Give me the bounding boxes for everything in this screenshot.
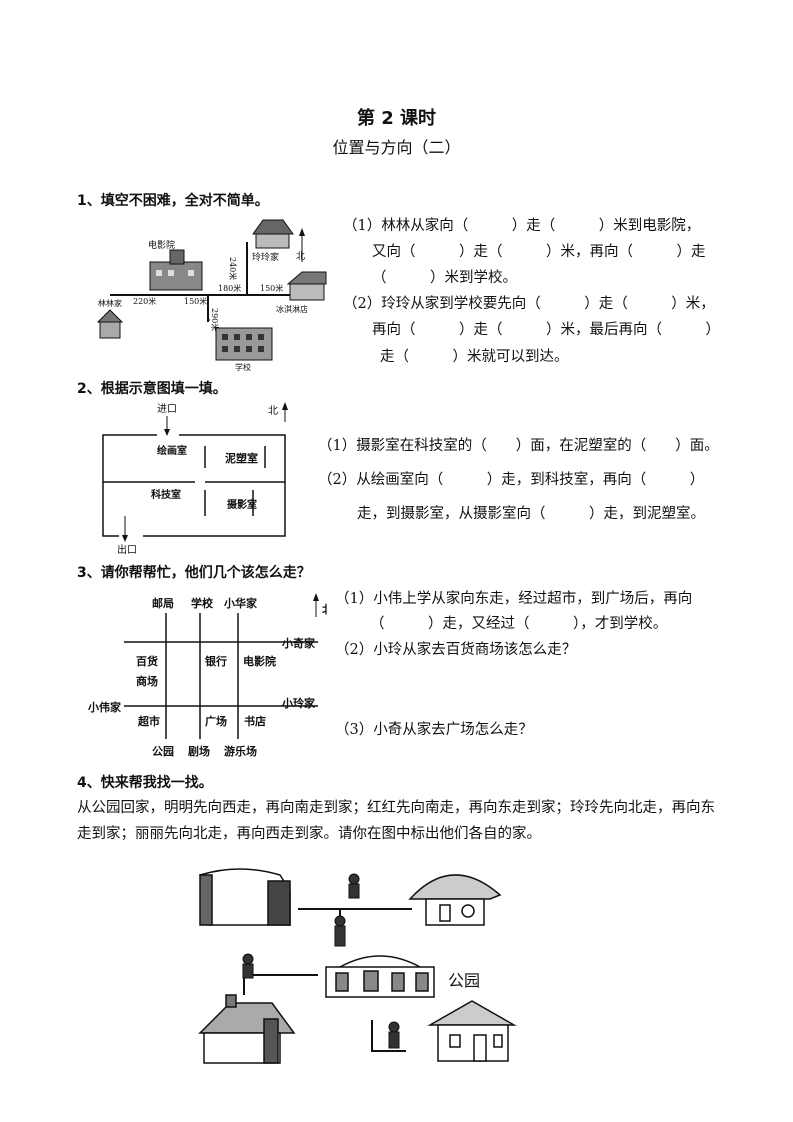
s3-plaza-label: 广场 [205, 714, 227, 728]
s3-bank-label: 银行 [205, 654, 227, 668]
lesson-title: 第 2 课时 [356, 108, 437, 129]
s2-north-label: 北 [268, 405, 278, 417]
s1-d220: 220米 [133, 296, 156, 306]
s2-photo-label: 摄影室 [227, 498, 257, 511]
s1-line-4: （2）玲玲从家到学校要先向（ ）走（ ）米， [343, 296, 715, 312]
park-gate [325, 955, 435, 998]
park-label: 公园 [448, 971, 480, 990]
cinema-building [149, 249, 203, 291]
section4-heading: 4、快来帮我找一找。 [77, 775, 213, 791]
s2-clay-label: 泥塑室 [225, 451, 258, 465]
linlin-house [96, 309, 124, 339]
section3-street-map: 北 邮局 学校 小华家 小奇家 百货 商场 银行 电影院 小伟家 小玲家 超市 … [88, 593, 328, 758]
s2-exit-label: 出口 [117, 543, 137, 556]
s1-line-6: 走（ ）米就可以到达。 [380, 349, 569, 365]
s3-bookstore-label: 书店 [244, 714, 266, 728]
s3-xiaoqi-label: 小奇家 [281, 636, 316, 650]
s3-line-2: （ ）走，又经过（ ），才到学校。 [370, 616, 668, 632]
house-bottom-right [427, 1000, 517, 1062]
s2-painting-label: 绘画室 [157, 444, 187, 457]
section3-heading: 3、请你帮帮忙，他们几个该怎么走？ [77, 565, 311, 581]
child-figure [242, 873, 400, 1049]
s1-north-label: 北 [296, 251, 305, 262]
section1-heading: 1、填空不困难，全对不简单。 [77, 193, 269, 209]
section1-map: 北 电影院 玲玲家 林林家 220米 150米 180米 240米 150米 2… [96, 219, 327, 372]
s3-north-label: 北 [322, 602, 328, 616]
s3-line-1: （1）小伟上学从家向东走，经过超市，到广场后，再向 [335, 591, 693, 607]
s3-xiaowei-label: 小伟家 [88, 700, 122, 714]
school-building [215, 327, 273, 361]
lesson-subtitle: 位置与方向（二） [332, 138, 461, 157]
s1-icecream-label: 冰淇淋店 [276, 304, 308, 314]
s3-dept1-label: 百货 [136, 654, 158, 668]
s1-line-2: 又向（ ）走（ ）米，再向（ ）走 [372, 244, 706, 260]
s3-line-4: （3）小奇从家去广场怎么走？ [335, 722, 533, 738]
lingling-house [252, 219, 294, 249]
icecream-shop [286, 271, 327, 301]
s1-school-label: 学校 [235, 362, 251, 372]
s3-amusement-label: 游乐场 [224, 744, 257, 758]
s3-xiaoling-label: 小玲家 [281, 696, 316, 710]
house-bottom-left [198, 994, 296, 1064]
s3-dept2-label: 商场 [136, 674, 158, 688]
s3-xiaohua-label: 小华家 [223, 596, 258, 610]
s3-theater-label: 剧场 [188, 744, 210, 758]
s1-d150b: 150米 [260, 283, 283, 293]
s3-park-label: 公园 [152, 745, 174, 758]
s1-linlin-label: 林林家 [98, 298, 122, 308]
s1-lingling-label: 玲玲家 [252, 251, 279, 263]
s1-d180: 180米 [218, 283, 241, 293]
s1-cinema-label: 电影院 [148, 239, 175, 251]
house-top-left [199, 868, 291, 926]
section2-heading: 2、根据示意图填一填。 [77, 381, 227, 397]
s1-line-5: 再向（ ）走（ ）米，最后再向（ ） [372, 322, 720, 338]
section4-illustration: 公园 [198, 868, 517, 1064]
s2-entrance-label: 进口 [157, 403, 177, 415]
s2-line-3: 走，到摄影室，从摄影室向（ ）走，到泥塑室。 [357, 506, 705, 522]
s3-school-label: 学校 [191, 596, 214, 610]
section4-paragraph: 从公园回家，明明先向西走，再向南走到家；红红先向南走，再向东走到家；玲玲先向北走… [77, 800, 715, 842]
s1-line-1: （1）林林从家向（ ）走（ ）米到电影院， [343, 218, 701, 234]
s1-line-3: （ ）米到学校。 [372, 270, 517, 286]
s2-line-1: （1）摄影室在科技室的（ ）面，在泥塑室的（ ）面。 [318, 438, 719, 454]
s3-market-label: 超市 [137, 714, 160, 728]
s3-cinema-label: 电影院 [243, 654, 276, 668]
s1-d150a: 150米 [184, 296, 207, 306]
s2-line-2: （2）从绘画室向（ ）走，到科技室，再向（ ） [318, 472, 705, 488]
s1-d240: 240米 [228, 257, 238, 280]
s1-d290: 290米 [210, 308, 220, 331]
s3-line-3: （2）小玲从家去百货商场该怎么走？ [335, 642, 577, 658]
s3-post-label: 邮局 [152, 596, 174, 610]
house-top-right [408, 874, 502, 926]
section2-floorplan: 进口 北 绘画室 泥塑室 科技室 摄影室 出口 [102, 402, 288, 556]
s2-science-label: 科技室 [151, 488, 181, 501]
